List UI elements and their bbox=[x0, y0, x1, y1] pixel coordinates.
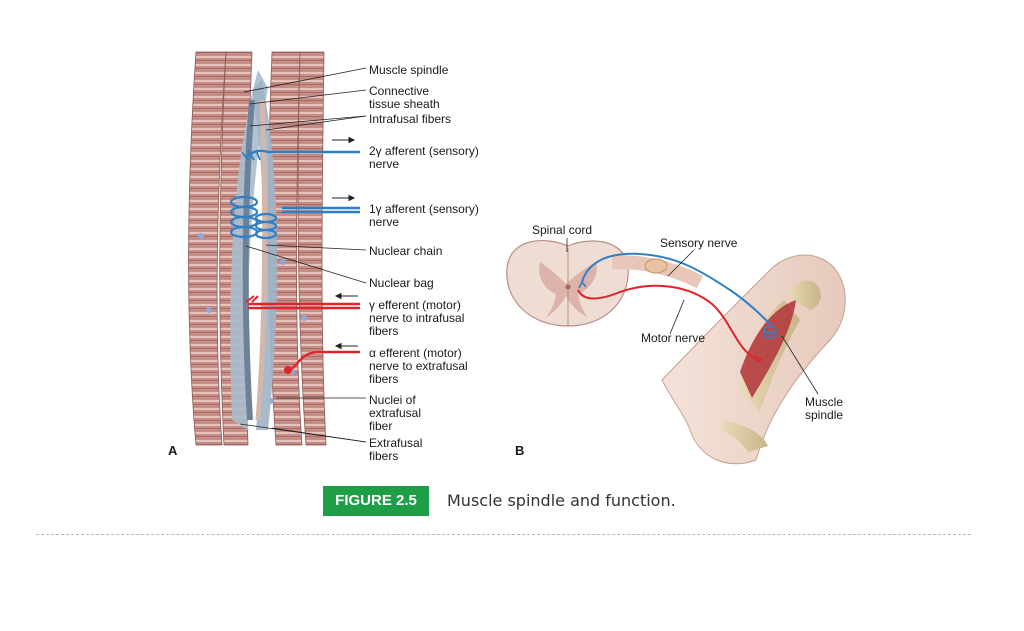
label-alpha-efferent-line-3: fibers bbox=[369, 372, 399, 386]
figure-number-badge: FIGURE 2.5 bbox=[323, 486, 429, 516]
label-muscle-spindle: Muscle spindle bbox=[369, 63, 449, 77]
sensory-nerve-path bbox=[578, 252, 773, 327]
spinal-nerve-root bbox=[611, 255, 704, 289]
label-nuclei-extrafusal-line-1: Nuclei of bbox=[369, 393, 416, 407]
muscle-spindle-b-shape bbox=[763, 326, 777, 339]
afferent-2-nerve bbox=[241, 149, 360, 161]
label-intrafusal-fibers: Intrafusal fibers bbox=[369, 112, 452, 126]
label-afferent-2-line-1: 2γ afferent (sensory) bbox=[369, 144, 479, 158]
label-afferent-1-line-1: 1γ afferent (sensory) bbox=[369, 202, 479, 216]
label-sensory-nerve: Sensory nerve bbox=[660, 236, 738, 250]
label-nuclear-bag: Nuclear bag bbox=[369, 276, 434, 290]
label-gamma-efferent-line-2: nerve to intrafusal bbox=[369, 311, 465, 325]
panel-label-a: A bbox=[168, 443, 178, 458]
label-nuclei-extrafusal-line-2: extrafusal bbox=[369, 406, 422, 420]
label-connective-tissue-line-2: tissue sheath bbox=[369, 97, 440, 111]
label-muscle-spindle-b-line-2: spindle bbox=[805, 408, 844, 422]
label-spinal-cord: Spinal cord bbox=[532, 223, 593, 237]
label-extrafusal-fibers-line-1: Extrafusal bbox=[369, 436, 423, 450]
label-nuclei-extrafusal-line-3: fiber bbox=[369, 419, 393, 433]
leader-lines-b bbox=[566, 238, 819, 395]
label-connective-tissue-line-1: Connective bbox=[369, 84, 430, 98]
intrafusal-fibers-shape bbox=[242, 99, 268, 421]
alpha-efferent-nerve bbox=[284, 350, 360, 374]
spinal-cord-shape bbox=[506, 240, 629, 327]
panel-label-b: B bbox=[515, 443, 525, 458]
divider bbox=[36, 534, 971, 535]
label-afferent-2-line-2: nerve bbox=[369, 157, 400, 171]
gamma-efferent-nerve bbox=[245, 295, 360, 310]
arm-illustration bbox=[661, 254, 846, 465]
label-gamma-efferent-line-3: fibers bbox=[369, 324, 399, 338]
direction-arrows bbox=[332, 136, 358, 350]
label-alpha-efferent-line-2: nerve to extrafusal bbox=[369, 359, 468, 373]
label-extrafusal-fibers-line-2: fibers bbox=[369, 449, 399, 463]
label-gamma-efferent-line-1: γ efferent (motor) bbox=[369, 298, 461, 312]
label-muscle-spindle-b-line-1: Muscle bbox=[805, 395, 844, 409]
label-nuclear-chain: Nuclear chain bbox=[369, 244, 443, 258]
label-alpha-efferent-line-1: α efferent (motor) bbox=[369, 346, 462, 360]
label-afferent-1-line-2: nerve bbox=[369, 215, 400, 229]
figure-caption: Muscle spindle and function. bbox=[447, 491, 676, 510]
leader-lines-a bbox=[239, 67, 367, 443]
afferent-1-nerve bbox=[229, 195, 360, 240]
motor-nerve-path bbox=[577, 284, 763, 363]
label-motor-nerve: Motor nerve bbox=[641, 331, 706, 345]
